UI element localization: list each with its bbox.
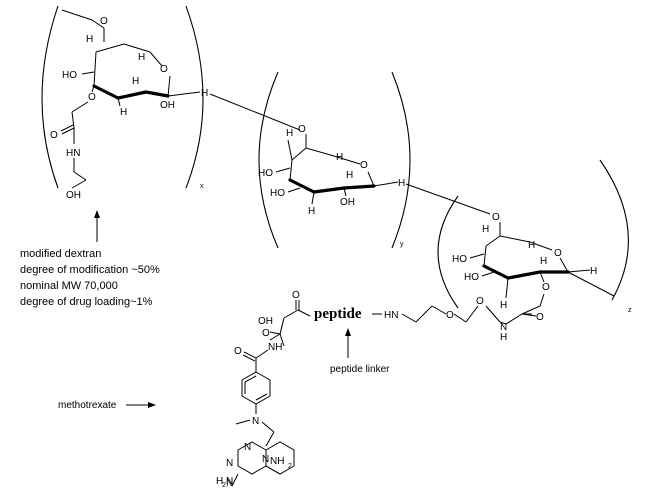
atom-n-methyl: N (252, 416, 259, 427)
atom-h2n: H (216, 476, 223, 487)
atom-h-y2: H (336, 152, 343, 163)
atom-o-top-x: O (100, 16, 108, 27)
atom-h-y4: H (398, 178, 405, 189)
atom-o-ether-z: O (542, 282, 550, 293)
atom-h-z5: H (500, 300, 507, 311)
dextran-unit-z: O H HO HO H H O H H O O z (437, 159, 632, 325)
dextran-note-line2: degree of modification ~50% (20, 264, 160, 276)
glycosidic-link-1 (209, 93, 301, 131)
atom-h-y5: H (308, 206, 315, 217)
methotrexate-structure: O OH O NH O N N N N N NH 2 (58, 290, 311, 489)
atom-nh2-a-sub: 2 (288, 463, 292, 470)
dextran-note-line1: modified dextran (20, 248, 101, 260)
dextran-note-line3: nominal MW 70,000 (20, 280, 118, 292)
subscript-z: z (628, 307, 632, 314)
atom-h2n-sub: 2 (222, 482, 226, 489)
atom-oh-x: OH (160, 100, 175, 111)
peptide-linker-chain: peptide HN O O H N peptide linker (314, 296, 507, 375)
bracket-z-right (599, 159, 629, 301)
peptide-linker-label: peptide linker (330, 364, 390, 375)
dextran-unit-y: O H HO HO H H O H OH H y (258, 71, 411, 249)
bracket-y-right (391, 71, 411, 249)
atom-oh-y: OH (340, 197, 355, 208)
atom-oh-glu: OH (258, 316, 273, 327)
atom-o-linker-2: O (476, 296, 484, 307)
subscript-y: y (400, 241, 404, 248)
dextran-unit-x: O H HO H H O OH H H O O HN OH x (41, 5, 208, 201)
atom-ho-y1: HO (258, 168, 273, 179)
atom-o-ether-x: O (88, 92, 96, 103)
dextran-note-line4: degree of drug loading~1% (20, 296, 153, 308)
subscript-x: x (200, 183, 204, 190)
atom-h-x4: H (201, 88, 208, 99)
atom-h-z3: H (540, 256, 547, 267)
atom-oh-chain-x: OH (66, 190, 81, 201)
atom-o-top-z: O (492, 212, 500, 223)
atom-ho-z2: HO (464, 272, 479, 283)
atom-ho-x: HO (62, 70, 77, 81)
atom-n-pt4: N (262, 454, 269, 465)
atom-o-glu: O (262, 328, 270, 339)
benzene-ring (241, 371, 271, 405)
atom-o-linker-1: O (446, 310, 454, 321)
atom-h-z2: H (528, 240, 535, 251)
atom-o-carbonyl-z: O (536, 312, 544, 323)
atom-n-pt2: N (226, 476, 233, 487)
atom-h-x3: H (132, 76, 139, 87)
bracket-x-left (41, 5, 59, 189)
atom-o-ring-x: O (160, 64, 168, 75)
atom-h-z4: H (590, 266, 597, 277)
peptide-label: peptide (314, 306, 362, 322)
atom-h-z1: H (482, 224, 489, 235)
atom-n-pt3: N (244, 442, 251, 453)
atom-o-glu-keto: O (292, 290, 300, 301)
atom-h2n-n: N (226, 478, 233, 489)
atom-o-top-y: O (298, 124, 306, 135)
bracket-z-left (437, 195, 459, 309)
glycosidic-link-2 (405, 183, 491, 215)
atom-nh2-a: NH (270, 456, 284, 467)
atom-h-x1: H (86, 34, 93, 45)
atom-h-y3: H (346, 170, 353, 181)
atom-h-x2: H (138, 52, 145, 63)
bracket-y-left (258, 71, 279, 249)
atom-o-amide: O (234, 346, 242, 357)
atom-nh-linker: H (500, 332, 507, 343)
atom-ho-y2: HO (270, 188, 285, 199)
atom-hn-linker: HN (384, 310, 398, 321)
atom-nh-amide: NH (268, 342, 282, 353)
atom-n-linker: N (500, 322, 507, 333)
atom-o-ring-z: O (554, 248, 562, 259)
atom-o-carbonyl-x: O (50, 130, 58, 141)
atom-ho-z1: HO (452, 254, 467, 265)
atom-hn-x: HN (66, 148, 80, 159)
dextran-note: modified dextran degree of modification … (20, 210, 160, 308)
atom-o-ring-y: O (360, 160, 368, 171)
atom-n-pt1: N (226, 458, 233, 469)
atom-h-x5: H (120, 107, 127, 118)
methotrexate-label: methotrexate (58, 400, 117, 411)
bracket-x-right (185, 5, 204, 189)
atom-h-y1: H (286, 128, 293, 139)
